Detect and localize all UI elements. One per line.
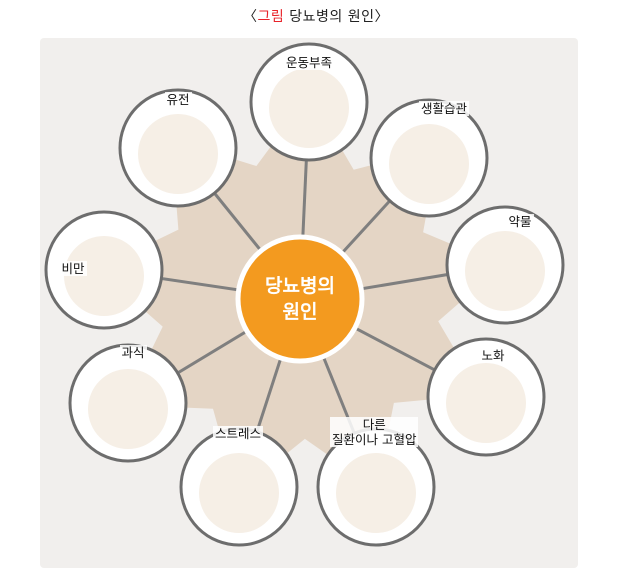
title-bracket-open: 〈: [243, 9, 258, 25]
cause-label-lack-of-exercise: 운동부족: [284, 54, 335, 70]
title-bracket-close: 〉: [374, 9, 389, 25]
center-circle: [235, 234, 365, 364]
illustration-aging: [446, 363, 526, 443]
illustration-overeating: [88, 369, 168, 449]
illustration-medication: [465, 231, 545, 311]
illustration-obesity: [64, 236, 144, 316]
cause-label-aging: 노화: [479, 347, 507, 363]
illustration-lack-of-exercise: [269, 68, 349, 148]
title-text: 당뇨병의 원인: [289, 9, 375, 25]
cause-label-medication: 약물: [506, 213, 534, 229]
cause-label-disease-or-hypertension: 다른 질환이나 고혈압: [330, 417, 419, 447]
illustration-stress: [199, 453, 279, 533]
illustration-lifestyle: [389, 124, 469, 204]
cause-label-lifestyle: 생활습관: [419, 100, 470, 116]
cause-label-heredity: 유전: [164, 91, 192, 107]
cause-label-overeating: 과식: [119, 344, 147, 360]
illustration-heredity: [138, 114, 218, 194]
cause-label-stress: 스트레스: [213, 425, 264, 441]
cause-label-obesity: 비만: [59, 260, 87, 276]
figure-tag: 그림: [257, 9, 285, 25]
figure-title: 〈그림 당뇨병의 원인〉: [0, 6, 632, 26]
cause-nodes: [44, 42, 565, 547]
illustration-disease-or-hypertension: [336, 453, 416, 533]
